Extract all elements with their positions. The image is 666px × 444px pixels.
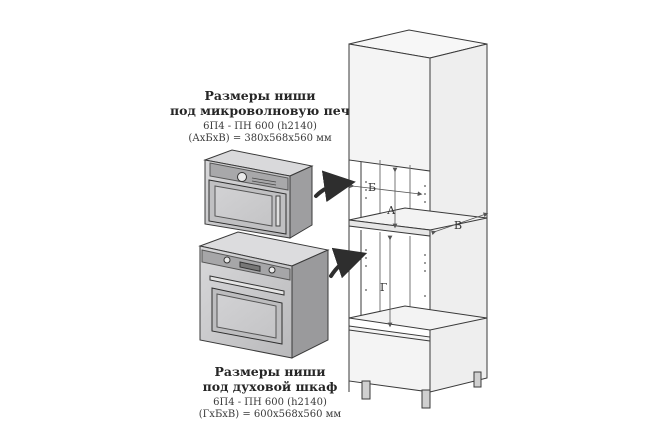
dimension-lines bbox=[349, 167, 489, 328]
oven-title-line2: под духовой шкаф bbox=[202, 379, 338, 394]
microwave-insert-arrow bbox=[314, 170, 356, 203]
oven-appliance bbox=[198, 231, 330, 359]
oven-model: 6П4 - ПН 600 (h2140) bbox=[213, 397, 327, 408]
microwave-model: 6П4 - ПН 600 (h2140) bbox=[203, 121, 317, 132]
dim-label-g: Г bbox=[380, 281, 387, 294]
dim-label-a: А bbox=[387, 204, 396, 217]
dim-label-v: В bbox=[454, 219, 462, 232]
microwave-title-line1: Размеры ниши bbox=[204, 88, 316, 103]
microwave-dims: (АхБхВ) = 380х568х560 мм bbox=[188, 133, 332, 144]
microwave-title-line2: под микроволновую печь bbox=[170, 103, 359, 118]
oven-dims: (ГхБхВ) = 600х568х560 мм bbox=[198, 409, 342, 420]
insert-arrows bbox=[314, 170, 368, 279]
dim-label-b: Б bbox=[368, 181, 376, 194]
tall-cabinet bbox=[348, 29, 488, 409]
oven-title-line1: Размеры ниши bbox=[214, 364, 326, 379]
microwave-appliance bbox=[203, 149, 314, 239]
oven-insert-arrow bbox=[329, 247, 368, 279]
